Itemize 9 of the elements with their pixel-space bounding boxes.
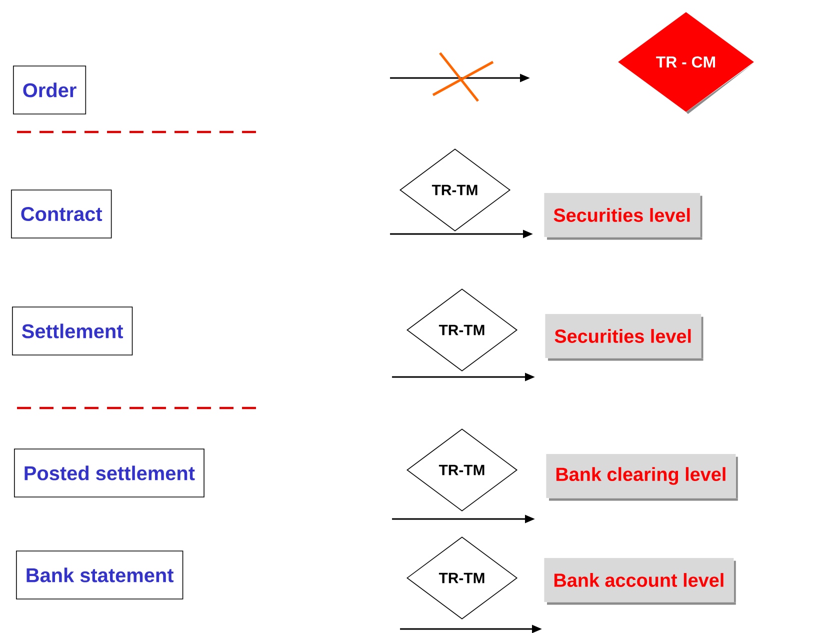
- object-box: Posted settlement: [14, 448, 204, 498]
- object-box: Bank statement: [16, 550, 184, 600]
- object-box: Settlement: [12, 306, 133, 356]
- object-box: Contract: [11, 190, 112, 238]
- level-box: Bank clearing level: [546, 454, 738, 501]
- level-box: Bank account level: [544, 558, 736, 605]
- object-box: Order: [13, 66, 86, 114]
- level-box: Securities level: [544, 193, 702, 240]
- level-box: Securities level: [545, 314, 704, 361]
